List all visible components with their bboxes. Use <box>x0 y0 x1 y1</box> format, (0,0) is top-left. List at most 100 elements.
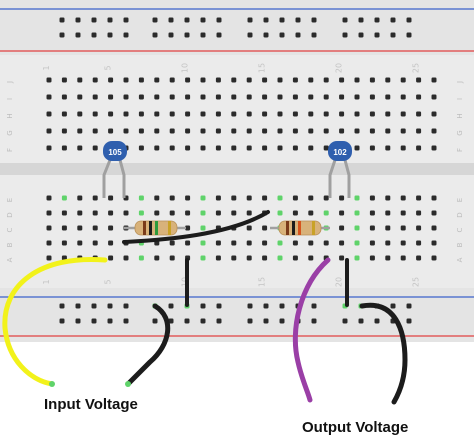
breadboard-hole[interactable] <box>292 145 298 151</box>
breadboard-hole[interactable] <box>308 77 314 83</box>
power-rail-hole[interactable] <box>168 32 174 38</box>
breadboard-hole[interactable] <box>308 255 314 261</box>
breadboard-hole[interactable] <box>169 240 175 246</box>
power-rail-hole[interactable] <box>123 318 129 324</box>
breadboard-hole[interactable] <box>61 128 67 134</box>
power-rail-hole[interactable] <box>295 17 301 23</box>
breadboard-hole[interactable] <box>385 145 391 151</box>
breadboard-hole[interactable] <box>154 195 160 201</box>
breadboard-hole[interactable] <box>339 210 345 216</box>
breadboard-hole[interactable] <box>61 145 67 151</box>
breadboard-hole[interactable] <box>277 77 283 83</box>
breadboard-hole[interactable] <box>61 111 67 117</box>
breadboard-hole[interactable] <box>200 210 206 216</box>
breadboard-hole[interactable] <box>92 94 98 100</box>
breadboard-hole[interactable] <box>246 94 252 100</box>
breadboard-hole[interactable] <box>277 145 283 151</box>
breadboard-hole[interactable] <box>200 77 206 83</box>
breadboard-hole[interactable] <box>262 145 268 151</box>
breadboard-hole[interactable] <box>277 195 283 201</box>
power-rail-hole[interactable] <box>311 318 317 324</box>
breadboard-hole[interactable] <box>246 195 252 201</box>
breadboard-hole[interactable] <box>416 210 422 216</box>
power-rail-hole[interactable] <box>200 303 206 309</box>
power-rail-hole[interactable] <box>279 17 285 23</box>
breadboard-hole[interactable] <box>292 195 298 201</box>
breadboard-hole[interactable] <box>46 145 52 151</box>
power-rail-hole[interactable] <box>390 303 396 309</box>
breadboard-hole[interactable] <box>231 210 237 216</box>
power-rail-hole[interactable] <box>406 318 412 324</box>
power-rail-hole[interactable] <box>406 17 412 23</box>
breadboard-hole[interactable] <box>185 111 191 117</box>
breadboard-hole[interactable] <box>200 240 206 246</box>
breadboard-hole[interactable] <box>431 128 437 134</box>
breadboard-hole[interactable] <box>231 195 237 201</box>
breadboard-hole[interactable] <box>385 225 391 231</box>
breadboard-hole[interactable] <box>138 210 144 216</box>
breadboard-hole[interactable] <box>369 94 375 100</box>
breadboard-hole[interactable] <box>231 111 237 117</box>
breadboard-hole[interactable] <box>77 145 83 151</box>
breadboard-hole[interactable] <box>138 94 144 100</box>
breadboard-hole[interactable] <box>277 210 283 216</box>
breadboard-hole[interactable] <box>262 111 268 117</box>
breadboard-hole[interactable] <box>231 94 237 100</box>
breadboard-hole[interactable] <box>431 145 437 151</box>
breadboard-hole[interactable] <box>138 111 144 117</box>
breadboard-hole[interactable] <box>77 128 83 134</box>
breadboard-hole[interactable] <box>323 111 329 117</box>
breadboard-hole[interactable] <box>354 195 360 201</box>
breadboard-hole[interactable] <box>92 210 98 216</box>
breadboard-hole[interactable] <box>154 77 160 83</box>
power-rail-hole[interactable] <box>216 32 222 38</box>
breadboard-hole[interactable] <box>215 255 221 261</box>
breadboard-hole[interactable] <box>185 145 191 151</box>
breadboard-hole[interactable] <box>416 255 422 261</box>
breadboard-hole[interactable] <box>185 128 191 134</box>
breadboard-hole[interactable] <box>416 77 422 83</box>
breadboard-hole[interactable] <box>369 111 375 117</box>
breadboard-hole[interactable] <box>231 255 237 261</box>
power-rail-hole[interactable] <box>311 303 317 309</box>
breadboard-hole[interactable] <box>108 77 114 83</box>
breadboard-hole[interactable] <box>231 240 237 246</box>
power-rail-hole[interactable] <box>91 32 97 38</box>
breadboard-hole[interactable] <box>339 255 345 261</box>
breadboard-hole[interactable] <box>185 210 191 216</box>
breadboard-hole[interactable] <box>169 210 175 216</box>
breadboard-hole[interactable] <box>262 195 268 201</box>
breadboard-hole[interactable] <box>385 94 391 100</box>
breadboard-hole[interactable] <box>262 225 268 231</box>
breadboard-hole[interactable] <box>416 128 422 134</box>
breadboard-hole[interactable] <box>400 195 406 201</box>
breadboard-hole[interactable] <box>385 77 391 83</box>
breadboard-hole[interactable] <box>200 111 206 117</box>
breadboard-hole[interactable] <box>46 240 52 246</box>
breadboard-hole[interactable] <box>323 94 329 100</box>
breadboard-hole[interactable] <box>215 145 221 151</box>
breadboard-hole[interactable] <box>246 255 252 261</box>
breadboard-hole[interactable] <box>431 111 437 117</box>
breadboard-hole[interactable] <box>138 77 144 83</box>
breadboard-hole[interactable] <box>61 94 67 100</box>
power-rail-hole[interactable] <box>263 318 269 324</box>
breadboard-hole[interactable] <box>46 195 52 201</box>
power-rail-hole[interactable] <box>216 17 222 23</box>
power-rail-hole[interactable] <box>406 303 412 309</box>
breadboard-hole[interactable] <box>123 111 129 117</box>
breadboard-hole[interactable] <box>308 94 314 100</box>
breadboard-hole[interactable] <box>308 240 314 246</box>
breadboard-hole[interactable] <box>292 255 298 261</box>
breadboard-hole[interactable] <box>385 240 391 246</box>
breadboard-hole[interactable] <box>354 225 360 231</box>
breadboard-hole[interactable] <box>246 240 252 246</box>
breadboard-hole[interactable] <box>431 210 437 216</box>
breadboard-hole[interactable] <box>200 225 206 231</box>
breadboard-hole[interactable] <box>154 128 160 134</box>
breadboard-hole[interactable] <box>400 111 406 117</box>
breadboard-hole[interactable] <box>154 145 160 151</box>
breadboard-hole[interactable] <box>169 128 175 134</box>
breadboard-hole[interactable] <box>416 240 422 246</box>
breadboard-hole[interactable] <box>262 77 268 83</box>
